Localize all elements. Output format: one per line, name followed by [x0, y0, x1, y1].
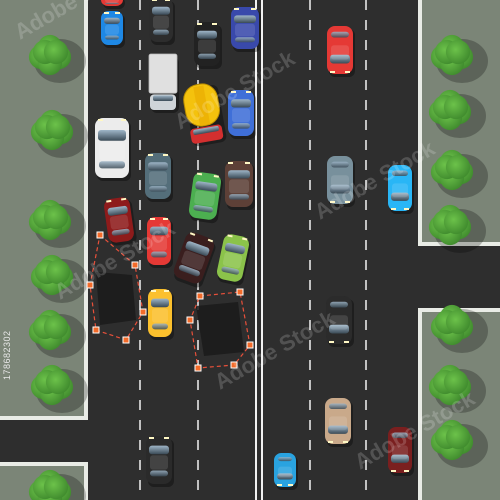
car — [231, 7, 261, 52]
car — [388, 165, 414, 214]
tree — [428, 364, 486, 413]
accident-zone — [86, 231, 147, 344]
truck — [148, 53, 179, 113]
car — [228, 90, 256, 139]
car — [225, 161, 255, 210]
car — [216, 234, 251, 286]
traffic-cone — [196, 292, 204, 300]
traffic-cone — [194, 364, 202, 372]
traffic-cone — [86, 281, 94, 289]
car — [101, 0, 125, 9]
accident-zone — [186, 288, 254, 372]
car — [148, 289, 174, 340]
tree — [30, 364, 88, 413]
car — [188, 172, 223, 224]
car — [326, 296, 354, 347]
traffic-cone — [139, 308, 147, 316]
traffic-cone — [186, 316, 194, 324]
tree — [430, 304, 488, 353]
tree — [28, 309, 86, 358]
traffic-cone — [92, 326, 100, 334]
traffic-cone — [131, 261, 139, 269]
tree — [430, 149, 488, 198]
tree — [430, 34, 488, 83]
traffic-cone — [230, 361, 238, 369]
tree — [428, 89, 486, 138]
car — [274, 453, 298, 490]
tree — [28, 34, 86, 83]
tree — [28, 199, 86, 248]
tree — [30, 254, 88, 303]
car — [147, 217, 173, 268]
car — [101, 11, 125, 48]
tree — [30, 109, 88, 158]
car — [194, 22, 222, 69]
tree — [28, 469, 86, 500]
traffic-cone — [236, 288, 244, 296]
tree — [430, 419, 488, 468]
incidents — [86, 231, 254, 372]
car — [327, 156, 355, 207]
tanker-truck — [183, 83, 227, 147]
tree — [428, 204, 486, 253]
car — [95, 118, 131, 181]
car — [327, 26, 355, 77]
car — [173, 232, 216, 288]
car — [325, 398, 353, 447]
vehicles — [95, 0, 414, 490]
car — [149, 0, 175, 45]
car — [145, 153, 173, 202]
traffic-cone — [96, 231, 104, 239]
trees — [28, 34, 488, 500]
car — [146, 436, 174, 487]
watermark-id: 178682302 — [2, 330, 12, 380]
traffic-cone — [246, 341, 254, 349]
car — [104, 197, 137, 246]
car — [388, 427, 414, 476]
traffic-cone — [122, 336, 130, 344]
